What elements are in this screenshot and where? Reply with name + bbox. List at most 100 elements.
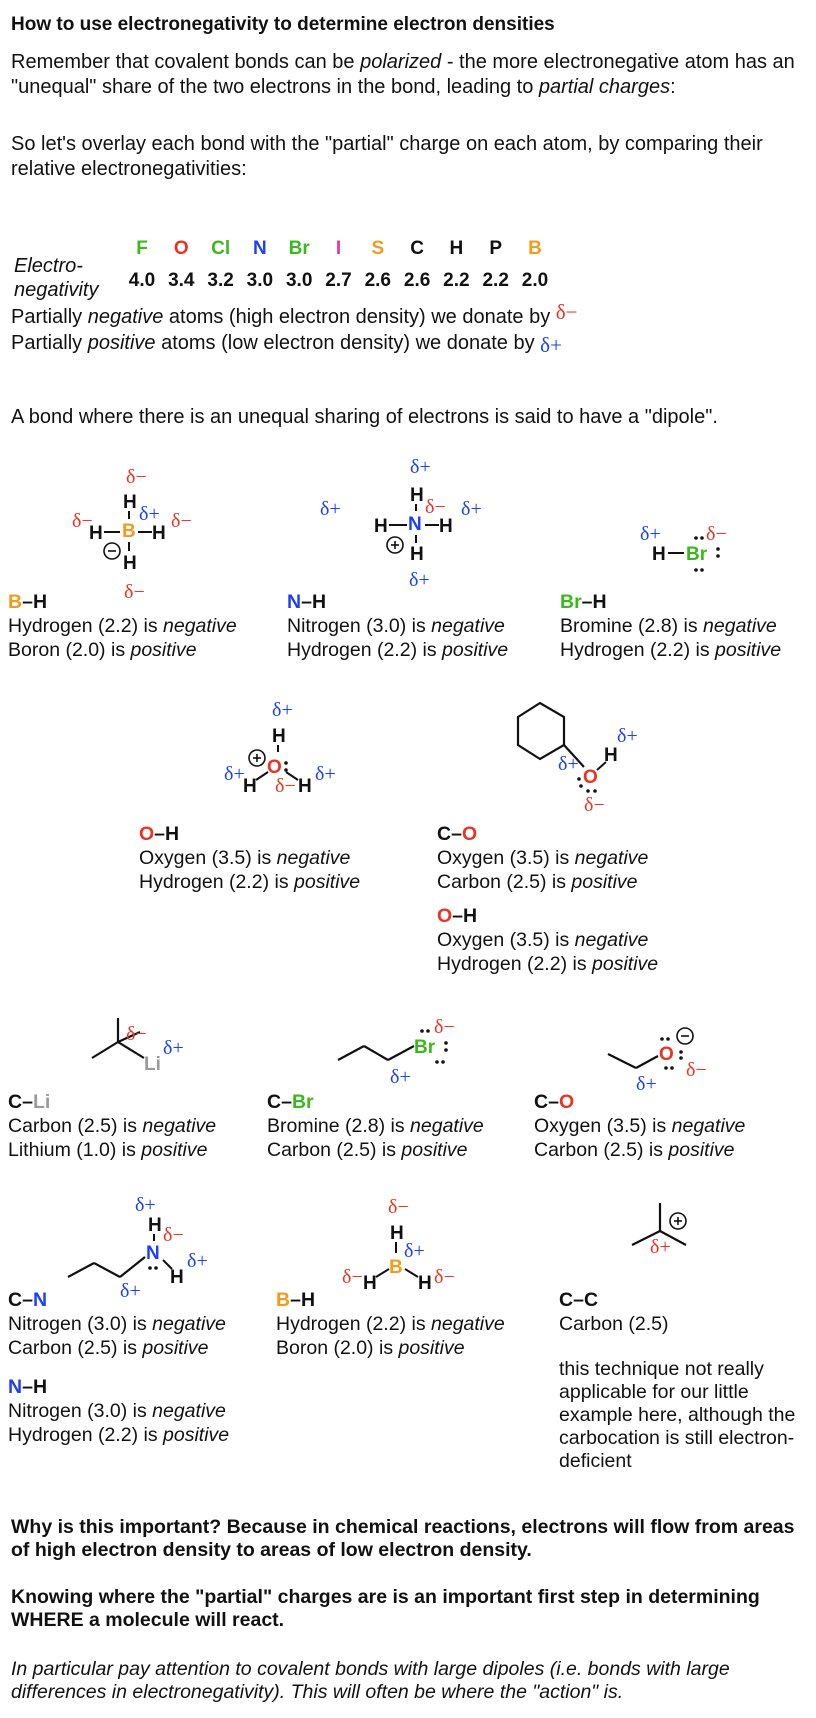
lone-pair-dot bbox=[700, 568, 704, 572]
bond-atom-2: C bbox=[583, 1289, 599, 1311]
bond-line bbox=[635, 1055, 659, 1069]
word-negative: negative bbox=[163, 615, 237, 637]
bond-atom-2: H bbox=[32, 591, 48, 613]
element-symbol: S bbox=[371, 238, 385, 259]
caption-atom: Carbon (2.5) bbox=[437, 871, 547, 893]
electronegativity-label: Electro-negativity bbox=[14, 254, 99, 302]
delta-minus-label: δ− bbox=[275, 775, 296, 797]
bond-atom-1: B bbox=[8, 591, 23, 613]
word-positive: positive bbox=[401, 1139, 468, 1161]
oxygen-atom: O bbox=[583, 767, 598, 788]
delta-plus-label: δ+ bbox=[390, 1066, 411, 1088]
bond-line bbox=[117, 1030, 141, 1044]
boron-atom: B bbox=[122, 521, 136, 542]
partial-negative-line: Partially negative atoms (high electron … bbox=[11, 300, 578, 330]
en-label-line1: Electro- bbox=[14, 255, 83, 277]
element-value: 3.0 bbox=[246, 270, 274, 291]
bond-atom-2: H bbox=[32, 1376, 48, 1398]
caption-atom: Nitrogen (3.0) bbox=[8, 1313, 128, 1335]
caption-atom: Boron (2.0) bbox=[276, 1337, 374, 1359]
caption-atom: Hydrogen (2.2) bbox=[139, 871, 270, 893]
caption-atom: Hydrogen (2.2) bbox=[287, 639, 418, 661]
bond-atom-2: Li bbox=[32, 1091, 51, 1113]
element-value: 2.2 bbox=[482, 270, 509, 291]
word-positive: positive bbox=[398, 1337, 465, 1359]
bond-dash: – bbox=[22, 1289, 33, 1311]
word-is: is bbox=[105, 639, 131, 661]
element-value: 2.2 bbox=[443, 270, 470, 291]
intro-partial-charges: partial charges bbox=[538, 76, 671, 98]
bond-line bbox=[596, 761, 607, 771]
delta-plus-label: δ+ bbox=[272, 699, 293, 721]
bond-dash: – bbox=[22, 1376, 33, 1398]
hydrogen-atom: H bbox=[374, 516, 388, 537]
bond-line bbox=[659, 1230, 687, 1246]
element-symbol: P bbox=[489, 238, 503, 259]
delta-plus-label: δ+ bbox=[120, 1280, 141, 1302]
en-label-line2: negativity bbox=[14, 279, 99, 301]
caption-atom: Carbon (2.5) bbox=[559, 1313, 669, 1335]
delta-minus-label: δ− bbox=[72, 510, 93, 532]
element-value: 3.2 bbox=[207, 270, 234, 291]
tert-butyllithium-structure: δ− Li δ+ bbox=[80, 1010, 220, 1110]
bond-line bbox=[67, 1262, 95, 1278]
caption-c-c: C–C Carbon (2.5) bbox=[559, 1288, 668, 1336]
bromine-atom: Br bbox=[686, 544, 708, 565]
bond-line bbox=[255, 771, 269, 781]
word-is: is bbox=[127, 1313, 153, 1335]
partial-neg-pre: Partially bbox=[11, 306, 88, 328]
hydrogen-atom: H bbox=[89, 523, 103, 544]
hydrogen-atom: H bbox=[123, 553, 137, 574]
delta-minus-label: δ− bbox=[706, 523, 727, 545]
page-title: How to use electronegativity to determin… bbox=[11, 14, 555, 35]
word-is: is bbox=[376, 1139, 402, 1161]
delta-minus-label: δ− bbox=[584, 794, 605, 816]
bond-dash: – bbox=[281, 1091, 292, 1113]
lone-pair-dot bbox=[441, 1060, 445, 1064]
bond-atom-2: H bbox=[165, 823, 180, 845]
lone-pair-dot bbox=[664, 1066, 668, 1070]
caption-atom: Carbon (2.5) bbox=[8, 1115, 118, 1137]
bond-dash: – bbox=[290, 1289, 301, 1311]
hydrogen-bromide-structure: δ+ H Br δ− bbox=[630, 510, 760, 580]
negative-charge-icon bbox=[676, 1027, 694, 1045]
element-value: 2.6 bbox=[364, 270, 391, 291]
element-value: 4.0 bbox=[128, 270, 156, 291]
partial-pos-pre: Partially bbox=[11, 332, 88, 354]
word-negative: negative bbox=[410, 1115, 484, 1137]
lone-pair-dot bbox=[435, 1060, 439, 1064]
hydrogen-atom: H bbox=[390, 1223, 404, 1244]
hydrogen-atom: H bbox=[298, 776, 312, 797]
bond-dash: – bbox=[573, 1289, 584, 1311]
intro-polarized: polarized bbox=[360, 51, 442, 73]
intro-text-end: : bbox=[670, 76, 676, 98]
hydrogen-atom: H bbox=[152, 523, 166, 544]
delta-plus-label: δ+ bbox=[650, 1236, 671, 1258]
bond-atom-1: C bbox=[8, 1289, 23, 1311]
caption-c-n: C–N Nitrogen (3.0) is negative Carbon (2… bbox=[8, 1288, 226, 1360]
element-symbol: O bbox=[173, 238, 189, 259]
carbocation-note: this technique not really applicable for… bbox=[559, 1358, 796, 1472]
lone-pair-dot bbox=[284, 768, 288, 772]
word-is: is bbox=[373, 1337, 399, 1359]
bond-dash: – bbox=[581, 591, 593, 613]
caption-atom: Hydrogen (2.2) bbox=[437, 953, 568, 975]
element-symbol: Br bbox=[288, 238, 310, 259]
delta-plus-label: δ+ bbox=[640, 523, 661, 545]
bond-atom-2: H bbox=[463, 905, 478, 927]
delta-minus-label: δ− bbox=[171, 510, 192, 532]
delta-minus-label: δ− bbox=[425, 496, 446, 518]
negative-charge-icon bbox=[103, 542, 121, 560]
word-is: is bbox=[546, 871, 572, 893]
caption-atom: Nitrogen (3.0) bbox=[287, 615, 407, 637]
cyclohexanol-structure: δ+ O H δ+ δ− bbox=[480, 665, 660, 825]
caption-n-h-2: N–H Nitrogen (3.0) is negative Hydrogen … bbox=[8, 1375, 229, 1447]
bond-atom-1: O bbox=[437, 905, 453, 927]
positive-charge-icon bbox=[669, 1212, 687, 1230]
partial-pos-post: atoms (low electron density) we donate b… bbox=[155, 332, 541, 354]
bond-line bbox=[119, 1256, 146, 1278]
word-is: is bbox=[417, 639, 442, 661]
delta-plus-symbol: δ+ bbox=[540, 333, 562, 357]
word-is: is bbox=[646, 1115, 672, 1137]
bromine-atom: Br bbox=[414, 1037, 436, 1058]
